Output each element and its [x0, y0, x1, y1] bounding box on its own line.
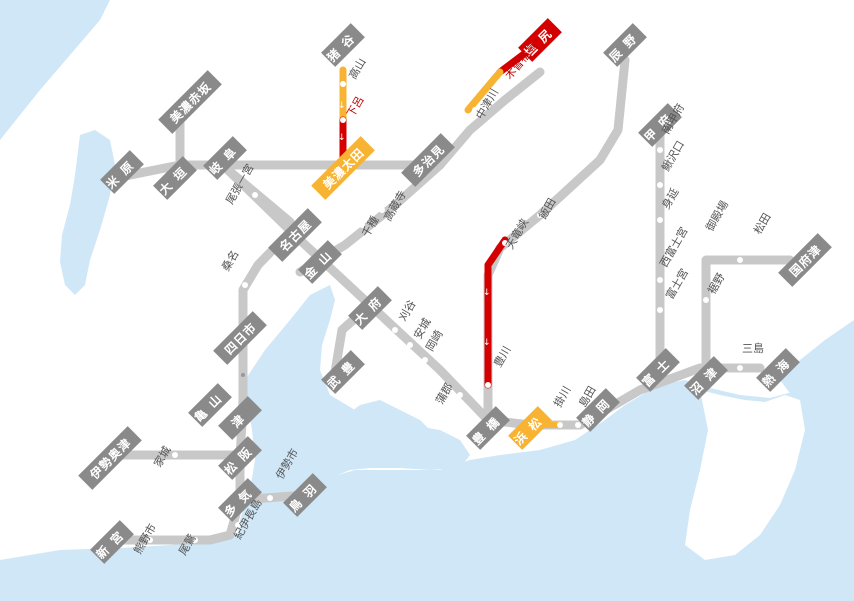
station-box	[684, 356, 728, 400]
dot-minobu	[657, 217, 663, 223]
station-box	[518, 18, 562, 62]
station-box	[213, 311, 267, 365]
mikawa-bay	[340, 400, 430, 430]
station-box	[203, 136, 247, 180]
station-box	[268, 208, 322, 262]
dot-gamagori	[457, 392, 463, 398]
izu-peninsula-land	[685, 390, 805, 560]
station-nagoya: 名古屋	[268, 208, 322, 262]
label-kakegawa: 掛川	[550, 383, 573, 409]
station-box	[321, 23, 365, 67]
line-tokaido-west	[110, 160, 445, 183]
arrow-iida-1: ↓↑	[483, 288, 498, 298]
dot-kajikazawaguchi	[657, 182, 663, 188]
lake-biwa	[60, 130, 115, 295]
station-box	[756, 348, 800, 392]
dot-kariya	[392, 327, 398, 333]
label-takayama: 高山	[345, 55, 368, 81]
arrow-takayama-orange: ↓↑	[338, 101, 353, 111]
station-box	[100, 150, 144, 194]
station-box	[348, 286, 392, 330]
dot-kii-nagashima	[235, 522, 241, 528]
station-box	[311, 136, 375, 200]
station-box	[298, 240, 342, 284]
station-box	[576, 388, 620, 432]
dot-iekisyo	[172, 452, 178, 458]
dot-fujinomiya	[657, 307, 663, 313]
dot-anjo	[407, 342, 413, 348]
station-box	[321, 350, 365, 394]
dot-kisofukushima	[497, 83, 503, 89]
station-box	[218, 436, 262, 480]
arrow-iida-2: ↓↑	[483, 338, 498, 348]
station-box	[218, 396, 262, 440]
dot-owari-ichinomiya	[252, 192, 258, 198]
route-iida-red	[484, 236, 509, 389]
station-box	[188, 383, 232, 427]
dot-owase	[192, 537, 198, 543]
dot-iida	[537, 212, 543, 218]
dot-minami-kofu	[657, 147, 663, 153]
route-arrows: ↓↑ ↓↑ ↓↑ ↓↑	[338, 101, 498, 348]
label-fujinomiya: 富士宮	[662, 266, 691, 302]
dot-toyokawa	[485, 382, 491, 388]
water-top-left	[0, 0, 110, 140]
dot-kuwana	[242, 282, 248, 288]
station-box	[466, 406, 510, 450]
dot-kozoji	[379, 207, 385, 213]
dot-chikusa	[359, 222, 365, 228]
station-name: 美濃赤坂	[167, 79, 214, 126]
label-gotemba: 御殿場	[702, 198, 731, 234]
label-tenryukyo: 天竜峡	[502, 216, 531, 252]
dot-kakegawa	[557, 422, 563, 428]
dot-okazaki	[422, 357, 428, 363]
station-minoakasaka: 美濃赤坂	[158, 70, 222, 134]
dot-kumanoshi	[147, 537, 153, 543]
highlighted-routes	[339, 34, 563, 428]
dot-tenryukyo	[502, 240, 508, 246]
station-box	[401, 133, 455, 187]
dot-iseshi	[267, 495, 273, 501]
line-chuo-north	[435, 67, 545, 170]
station-taketoyo: 武豊	[321, 350, 365, 394]
dot-tsu-kame	[241, 373, 245, 377]
station-box	[778, 233, 832, 287]
station-box	[153, 156, 197, 200]
dot-nakatsugawa	[472, 107, 478, 113]
label-kuwana: 桑名	[218, 247, 241, 273]
station-box	[78, 426, 142, 490]
station-box	[508, 406, 552, 450]
station-kofu: 甲府	[638, 103, 682, 147]
dot-nishi-fujinomiya	[657, 277, 663, 283]
station-ogaki: 大垣	[153, 156, 197, 200]
dot-gero	[340, 117, 346, 123]
station-box	[283, 473, 327, 517]
arrow-takayama-red: ↓↑	[338, 133, 353, 143]
label-mishima: 三島	[742, 341, 764, 355]
label-matsuda: 松田	[750, 210, 773, 236]
station-box	[90, 520, 134, 564]
dot-gotemba	[737, 257, 743, 263]
station-box	[638, 103, 682, 147]
label-kariya: 刈谷	[396, 298, 418, 324]
station-box	[218, 478, 262, 522]
label-kozoji: 高蔵寺	[380, 188, 409, 224]
route-chuo-orange	[464, 68, 504, 114]
station-dots	[147, 81, 743, 543]
dot-mishima	[737, 365, 743, 371]
station-box	[158, 70, 222, 134]
line-gotemba	[701, 255, 795, 383]
dot-takayama	[340, 81, 346, 87]
station-box	[603, 23, 647, 67]
dot-shimada	[575, 422, 581, 428]
dot-susono	[703, 297, 709, 303]
station-box	[636, 348, 680, 392]
